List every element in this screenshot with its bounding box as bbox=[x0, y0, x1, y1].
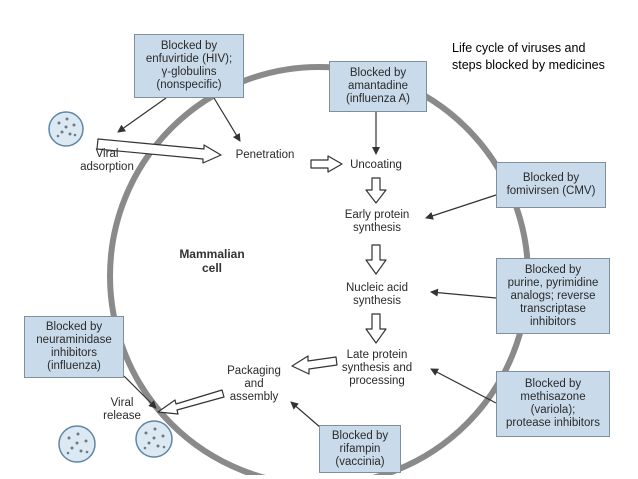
slide-caption: Life cycle of viruses and steps blocked … bbox=[452, 41, 605, 72]
step-uncoating: Uncoating bbox=[350, 159, 402, 171]
step-viral-release: Viral release bbox=[103, 397, 141, 422]
arrow-enfuvirtide-to-penetration bbox=[213, 97, 241, 142]
flow-arrow-late-to-packaging bbox=[291, 355, 338, 375]
diagram-panel: Blocked by enfuvirtide (HIV); γ-globulin… bbox=[6, 4, 632, 475]
virus-particle-released-1 bbox=[58, 425, 96, 463]
step-viral-adsorption: Viral adsorption bbox=[80, 148, 134, 173]
inhibitor-box-amantadine: Blocked by amantadine (influenza A) bbox=[329, 61, 427, 112]
flow-arrow-nucleic-to-late bbox=[365, 313, 387, 344]
arrow-enfuvirtide-to-adsorption bbox=[117, 97, 167, 133]
inhibitor-box-purine: Blocked by purine, pyrimidine analogs; r… bbox=[496, 258, 610, 334]
cell-label: Mammalian cell bbox=[179, 247, 245, 275]
inhibitor-box-methisazone: Blocked by methisazone (variola); protea… bbox=[496, 371, 610, 437]
flow-arrow-adsorption-to-penetration bbox=[96, 138, 222, 164]
inhibitor-box-neuraminidase: Blocked by neuraminidase inhibitors (inf… bbox=[24, 316, 124, 378]
inhibitor-box-enfuvirtide: Blocked by enfuvirtide (HIV); γ-globulin… bbox=[134, 34, 244, 98]
step-packaging-assembly: Packaging and assembly bbox=[227, 365, 281, 403]
inhibitor-box-fomivirsen: Blocked by fomivirsen (CMV) bbox=[496, 162, 606, 208]
arrow-rifampin-to-packaging bbox=[290, 401, 322, 429]
step-nucleic-acid-synthesis: Nucleic acid synthesis bbox=[346, 282, 408, 307]
arrow-fomivirsen-to-early-protein bbox=[425, 194, 497, 220]
flow-arrow-uncoating-to-early bbox=[365, 177, 387, 204]
step-penetration: Penetration bbox=[235, 149, 295, 161]
arrow-methisazone-to-late-protein bbox=[430, 368, 497, 404]
flow-arrow-packaging-to-release bbox=[157, 389, 225, 415]
arrow-neuraminidase-to-release bbox=[123, 375, 157, 409]
virus-particle-released-2 bbox=[135, 420, 173, 458]
flow-arrow-early-to-nucleic bbox=[365, 244, 387, 275]
inhibitor-box-rifampin: Blocked by rifampin (vaccinia) bbox=[319, 425, 401, 473]
step-late-protein-synthesis: Late protein synthesis and processing bbox=[341, 349, 413, 387]
arrow-purine-to-nucleic-acid bbox=[430, 288, 497, 299]
virus-particle-adsorbing bbox=[48, 111, 84, 147]
flow-arrow-penetration-to-uncoating bbox=[310, 155, 343, 173]
step-early-protein-synthesis: Early protein synthesis bbox=[344, 209, 410, 234]
